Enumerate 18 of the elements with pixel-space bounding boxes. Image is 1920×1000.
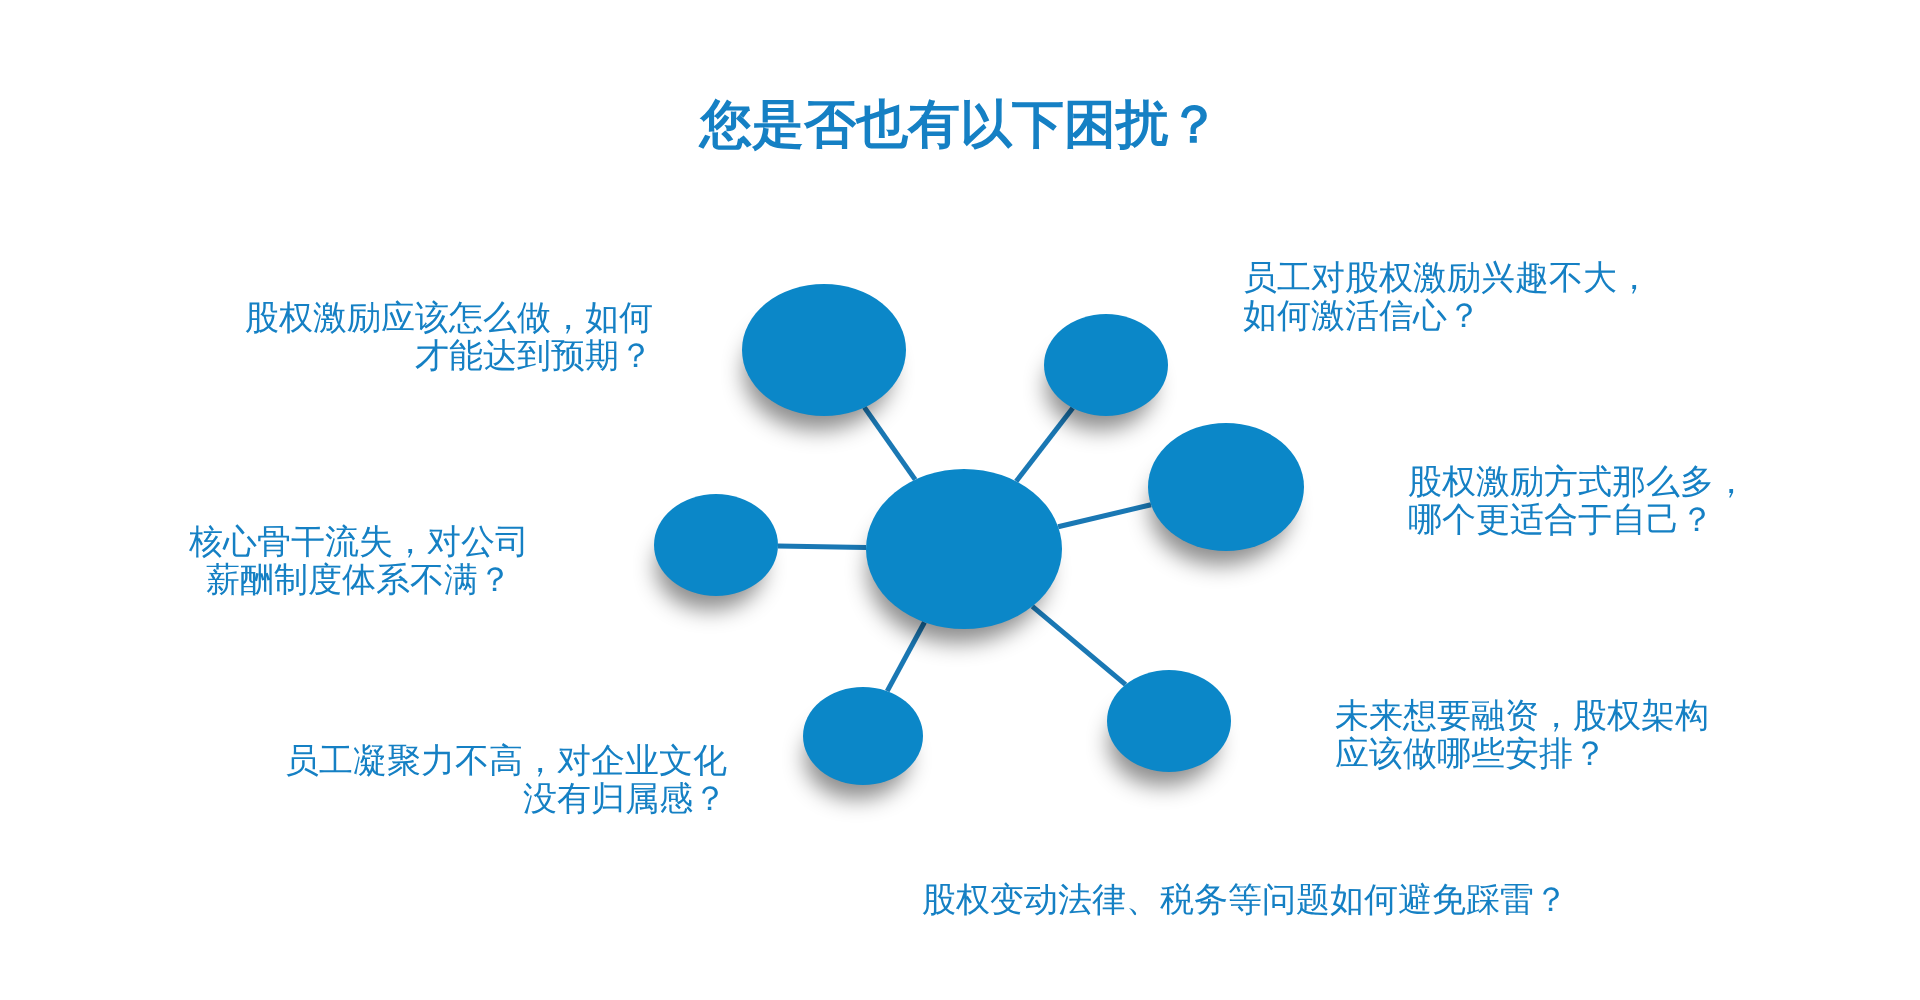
connector-line [777, 543, 867, 550]
question-text: 员工对股权激励兴趣不大，如何激活信心？ [1243, 258, 1652, 334]
connector-line [1030, 604, 1128, 687]
circle-node [1107, 670, 1231, 772]
connector-line [1014, 406, 1075, 483]
connector-line [885, 621, 927, 693]
question-text: 股权激励应该怎么做，如何才能达到预期？ [244, 298, 653, 374]
circle-node [654, 494, 778, 596]
question-text: 未来想要融资，股权架构应该做哪些安排？ [1335, 696, 1710, 772]
connector-line [862, 406, 918, 482]
question-text: 核心骨干流失，对公司薪酬制度体系不满？ [188, 522, 531, 598]
connector-line [1057, 502, 1152, 530]
question-text: 股权变动法律、税务等问题如何避免踩雷？ [922, 880, 1569, 918]
question-text: 员工凝聚力不高，对企业文化没有归属感？ [284, 741, 727, 817]
circle-node [1044, 314, 1168, 416]
circle-node [803, 687, 923, 785]
title: 您是否也有以下困扰？ [700, 93, 1220, 156]
question-text: 股权激励方式那么多，哪个更适合于自己？ [1408, 462, 1749, 538]
